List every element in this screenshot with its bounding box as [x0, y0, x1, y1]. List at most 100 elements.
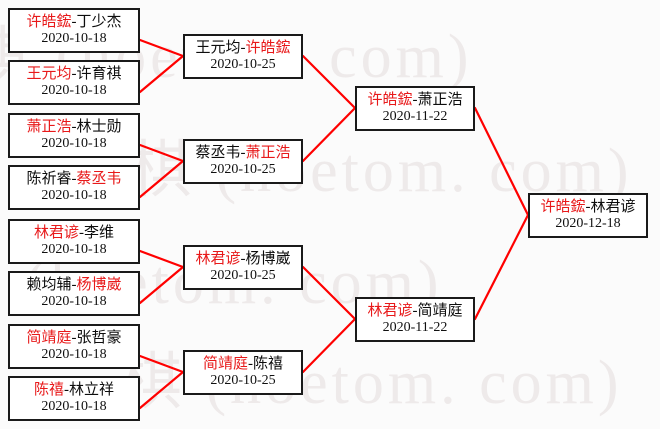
- match-players: 许皓鋐-萧正浩: [367, 91, 463, 109]
- player-separator: -: [71, 170, 77, 187]
- match-players: 赖均辅-杨博崴: [26, 276, 122, 294]
- connector-line: [301, 106, 357, 163]
- match-date: 2020-10-18: [41, 241, 107, 257]
- connector-line: [473, 106, 530, 217]
- connector-line: [138, 38, 185, 58]
- player-name: 杨博崴: [76, 276, 122, 293]
- player-separator: -: [240, 144, 246, 161]
- match-box[interactable]: 林君谚-杨博崴 2020-10-25: [183, 245, 303, 290]
- player-name: 林士勋: [76, 118, 122, 135]
- player-separator: -: [71, 13, 77, 30]
- match-box[interactable]: 萧正浩-林士勋 2020-10-18: [8, 113, 140, 158]
- match-players: 简靖庭-陈禧: [203, 355, 284, 373]
- match-date: 2020-10-25: [210, 56, 276, 72]
- connector-line: [301, 317, 357, 374]
- match-box-final[interactable]: 许皓鋐-林君谚 2020-12-18: [528, 193, 648, 238]
- player-name: 王元均: [26, 65, 72, 82]
- match-box[interactable]: 简靖庭-陈禧 2020-10-25: [183, 350, 303, 395]
- match-date: 2020-11-22: [382, 108, 448, 124]
- match-date: 2020-10-18: [41, 293, 107, 309]
- player-name: 李维: [84, 224, 115, 241]
- match-box[interactable]: 林君谚-简靖庭 2020-11-22: [355, 297, 475, 342]
- player-name: 许皓鋐: [245, 39, 291, 56]
- player-name: 林君谚: [195, 250, 241, 267]
- match-players: 简靖庭-张哲豪: [26, 329, 122, 347]
- player-name: 张哲豪: [76, 329, 122, 346]
- player-separator: -: [412, 302, 418, 319]
- match-date: 2020-10-18: [41, 346, 107, 362]
- match-box[interactable]: 王元均-许育祺 2020-10-18: [8, 60, 140, 105]
- player-name: 丁少杰: [76, 13, 122, 30]
- connector-group-round3: [473, 106, 530, 321]
- match-box[interactable]: 陈禧-林立祥 2020-10-18: [8, 376, 140, 421]
- player-separator: -: [71, 118, 77, 135]
- player-separator: -: [64, 381, 69, 398]
- match-players: 王元均-许育祺: [26, 65, 121, 83]
- player-name: 林立祥: [69, 381, 115, 398]
- match-box[interactable]: 蔡丞韦-萧正浩 2020-10-25: [183, 139, 303, 184]
- match-date: 2020-10-18: [41, 398, 107, 414]
- match-box[interactable]: 许皓鋐-萧正浩 2020-11-22: [355, 86, 475, 131]
- player-name: 萧正浩: [417, 91, 463, 108]
- player-separator: -: [71, 65, 77, 82]
- match-date: 2020-10-18: [41, 82, 107, 98]
- player-name: 陈祈睿: [26, 170, 72, 187]
- match-date: 2020-10-25: [210, 372, 276, 388]
- player-name: 许皓鋐: [26, 13, 72, 30]
- connector-line: [138, 354, 185, 374]
- match-players: 林君谚-简靖庭: [367, 302, 463, 320]
- player-name: 林君谚: [367, 302, 413, 319]
- player-separator: -: [240, 250, 246, 267]
- player-separator: -: [240, 39, 246, 56]
- player-separator: -: [79, 224, 84, 241]
- match-players: 王元均-许皓鋐: [195, 39, 291, 57]
- connector-line: [138, 370, 185, 410]
- match-date: 2020-10-25: [210, 161, 276, 177]
- connector-line: [301, 265, 357, 321]
- match-box[interactable]: 许皓鋐-丁少杰 2020-10-18: [8, 8, 140, 53]
- match-players: 林君谚-杨博崴: [195, 250, 290, 268]
- match-players: 陈禧-林立祥: [33, 381, 115, 399]
- player-name: 萧正浩: [245, 144, 291, 161]
- match-players: 许皓鋐-丁少杰: [26, 13, 122, 31]
- match-box[interactable]: 陈祈睿-蔡丞韦 2020-10-18: [8, 165, 140, 210]
- connector-group-round2: [301, 54, 357, 374]
- match-players: 林君谚-李维: [33, 224, 115, 242]
- connector-line: [301, 54, 357, 110]
- player-name: 林君谚: [33, 224, 79, 241]
- player-name: 蔡丞韦: [195, 144, 241, 161]
- player-name: 陈禧: [253, 355, 284, 372]
- match-players: 萧正浩-林士勋: [26, 118, 122, 136]
- match-date: 2020-12-18: [555, 215, 621, 231]
- match-box[interactable]: 简靖庭-张哲豪 2020-10-18: [8, 324, 140, 369]
- player-name: 林君谚: [590, 198, 636, 215]
- connector-line: [138, 54, 185, 94]
- match-players: 许皓鋐-林君谚: [540, 198, 636, 216]
- player-name: 萧正浩: [26, 118, 72, 135]
- match-players: 陈祈睿-蔡丞韦: [26, 170, 122, 188]
- player-separator: -: [71, 329, 77, 346]
- connector-line: [138, 265, 185, 305]
- player-name: 简靖庭: [417, 302, 463, 319]
- match-date: 2020-10-18: [41, 187, 107, 203]
- connector-group-round1: [138, 38, 185, 410]
- player-name: 许皓鋐: [367, 91, 413, 108]
- match-date: 2020-10-25: [210, 267, 276, 283]
- connector-line: [138, 249, 185, 269]
- connector-line: [138, 143, 185, 163]
- connector-line: [138, 159, 185, 199]
- match-box[interactable]: 王元均-许皓鋐 2020-10-25: [183, 34, 303, 79]
- player-separator: -: [412, 91, 418, 108]
- player-separator: -: [71, 276, 77, 293]
- match-box[interactable]: 赖均辅-杨博崴 2020-10-18: [8, 271, 140, 316]
- match-box[interactable]: 林君谚-李维 2020-10-18: [8, 219, 140, 264]
- player-name: 许皓鋐: [540, 198, 586, 215]
- connector-line: [473, 213, 530, 321]
- player-name: 蔡丞韦: [76, 170, 122, 187]
- match-date: 2020-10-18: [41, 30, 107, 46]
- player-separator: -: [585, 198, 591, 215]
- match-players: 蔡丞韦-萧正浩: [195, 144, 291, 162]
- player-name: 简靖庭: [26, 329, 72, 346]
- match-date: 2020-10-18: [41, 135, 107, 151]
- player-name: 陈禧: [33, 381, 64, 398]
